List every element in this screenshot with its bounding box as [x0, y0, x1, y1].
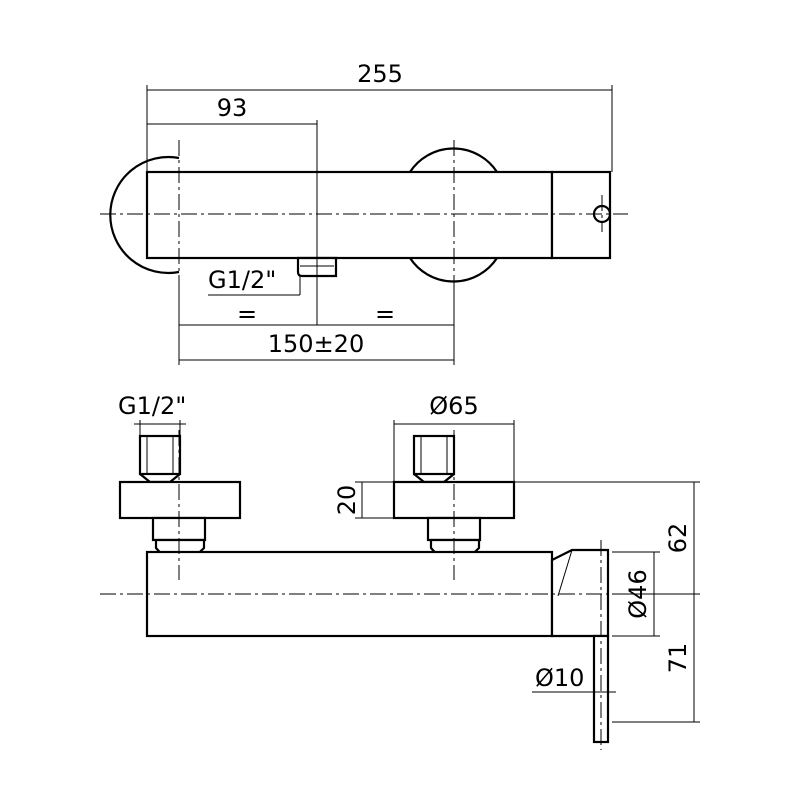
label-outlet-thread: G1/2"	[208, 266, 276, 294]
dim-lever-diameter: Ø10	[535, 664, 584, 692]
dim-escutcheon-diameter: Ø65	[429, 392, 478, 420]
dim-overall-length: 255	[357, 60, 403, 88]
dim-equal-right: =	[375, 300, 395, 328]
dim-inlet-spacing: 150±20	[268, 330, 364, 358]
dim-escutcheon-depth: 20	[333, 485, 361, 516]
dim-equal-left: =	[237, 300, 257, 328]
left-escutcheon-front	[118, 480, 242, 520]
top-view: 255 93 G1/2" = = 150±20	[100, 60, 628, 365]
mixer-body-top	[145, 170, 554, 260]
handle-chamfer	[557, 549, 573, 597]
left-inlet-hex-nut	[138, 434, 182, 476]
left-escutcheon-outline	[109, 155, 180, 275]
dim-wall-to-axis: 62	[664, 523, 692, 554]
right-inlet-hex-nut	[412, 434, 456, 476]
left-nut-bottom	[139, 473, 181, 484]
dim-body-diameter: Ø46	[624, 569, 652, 618]
handle-block-top	[550, 170, 612, 260]
right-nut-bottom	[413, 473, 455, 484]
front-view: G1/2" Ø65 20 62 Ø46 71 Ø10	[100, 392, 700, 750]
dim-lever-length: 71	[664, 643, 692, 674]
label-inlet-thread: G1/2"	[118, 392, 186, 420]
handle-front	[550, 548, 610, 638]
dim-offset-outlet: 93	[217, 94, 248, 122]
